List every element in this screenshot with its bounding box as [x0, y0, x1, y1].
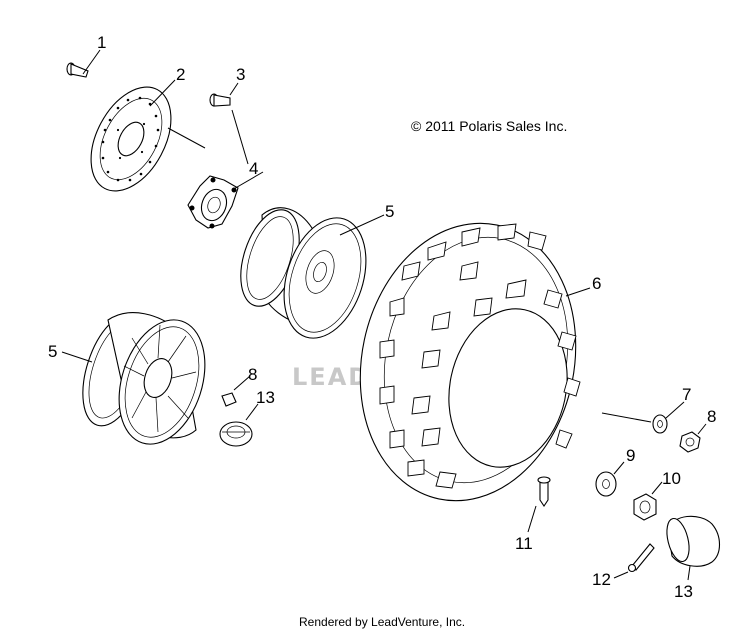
callout-10: 10: [662, 469, 681, 488]
part-3-stud: [209, 82, 249, 165]
callout-9: 9: [626, 446, 635, 465]
callout-2: 2: [176, 65, 185, 84]
part-7-washer: [601, 401, 685, 434]
part-1-bolt: [66, 49, 101, 78]
callout-13-left: 13: [256, 388, 275, 407]
part-6-tire: [359, 222, 591, 502]
part-9-flat-washer: [595, 461, 625, 497]
rendered-by-text: Rendered by LeadVenture, Inc.: [299, 615, 465, 629]
callout-5-lower: 5: [48, 342, 57, 361]
part-2-brake-disc: [90, 79, 206, 192]
part-5-alloy-wheel-lower: [61, 312, 206, 445]
copyright-text: © 2011 Polaris Sales Inc.: [411, 118, 567, 134]
part-13-center-cap-left: [219, 403, 259, 447]
callout-3: 3: [236, 65, 245, 84]
disc-holes: [101, 96, 160, 182]
part-5-steel-rim-upper: [240, 207, 385, 339]
callout-13-right: 13: [674, 582, 693, 601]
part-8-lug-nut-left: [221, 375, 251, 407]
part-11-valve-stem: [527, 476, 551, 533]
tire-tread-lugs: [379, 223, 581, 489]
callout-12: 12: [592, 570, 611, 589]
callout-7: 7: [682, 385, 691, 404]
callout-4: 4: [249, 159, 258, 178]
callout-11: 11: [515, 534, 533, 553]
callout-8-right: 8: [707, 407, 716, 426]
part-12-cotter-pin: [613, 543, 655, 579]
part-4-hub: [187, 171, 264, 229]
callout-5-upper: 5: [385, 202, 394, 221]
callout-labels: 1 2 3 4 5 5 6 7 8 8 9 10 11 12 13 13: [48, 33, 716, 601]
part-8-nut-right: [679, 423, 707, 453]
part-13-hub-cap-right: [666, 515, 721, 581]
part-10-castle-nut: [633, 481, 663, 521]
callout-1: 1: [97, 33, 106, 52]
callout-6: 6: [592, 274, 601, 293]
callout-8-left: 8: [248, 365, 257, 384]
